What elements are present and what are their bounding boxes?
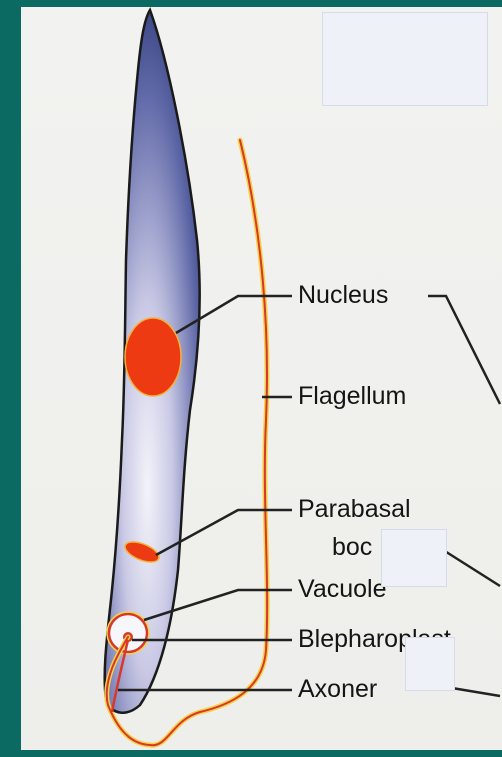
nucleus-label: Nucleus (298, 283, 388, 308)
mask-box-axoneme (405, 637, 455, 691)
parabasal-label: Parabasal (298, 497, 411, 522)
mask-box-top (322, 12, 488, 106)
axoneme-label: Axoner (298, 677, 377, 702)
vacuole-label: Vacuole (298, 577, 387, 602)
flagellum-label: Flagellum (298, 384, 406, 409)
nucleus-shape (125, 318, 181, 396)
mask-box-parabasal (381, 529, 447, 587)
parabasal-label-line2: boc (332, 535, 372, 560)
